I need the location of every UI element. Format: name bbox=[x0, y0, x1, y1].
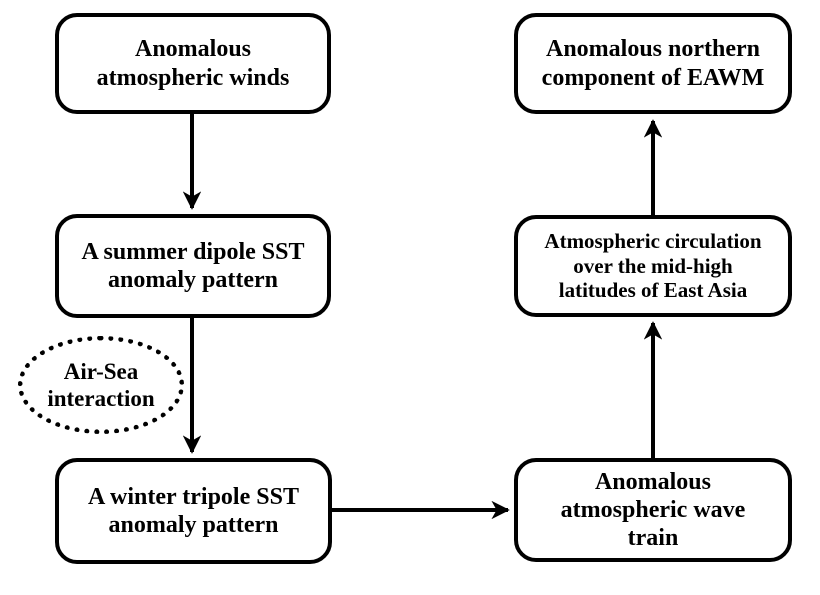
node-air-sea-interaction: Air-Sea interaction bbox=[18, 336, 184, 434]
node-anomalous-northern-component-eawm-label: Anomalous northern component of EAWM bbox=[541, 36, 765, 91]
node-anomalous-atmospheric-winds: Anomalous atmospheric winds bbox=[55, 13, 331, 114]
node-anomalous-northern-component-eawm: Anomalous northern component of EAWM bbox=[514, 13, 792, 114]
node-summer-dipole-sst-pattern: A summer dipole SST anomaly pattern bbox=[55, 214, 331, 318]
node-atmospheric-circulation-east-asia: Atmospheric circulation over the mid-hig… bbox=[514, 215, 792, 317]
node-summer-dipole-sst-pattern-label: A summer dipole SST anomaly pattern bbox=[81, 238, 305, 293]
node-anomalous-atmospheric-winds-label: Anomalous atmospheric winds bbox=[96, 36, 290, 91]
node-winter-tripole-sst-pattern-label: A winter tripole SST anomaly pattern bbox=[88, 483, 299, 538]
node-anomalous-wave-train-label: Anomalous atmospheric wave train bbox=[560, 468, 746, 552]
node-air-sea-interaction-label: Air-Sea interaction bbox=[47, 358, 155, 411]
node-atmospheric-circulation-east-asia-label: Atmospheric circulation over the mid-hig… bbox=[544, 228, 762, 303]
node-winter-tripole-sst-pattern: A winter tripole SST anomaly pattern bbox=[55, 458, 332, 564]
node-anomalous-wave-train: Anomalous atmospheric wave train bbox=[514, 458, 792, 562]
